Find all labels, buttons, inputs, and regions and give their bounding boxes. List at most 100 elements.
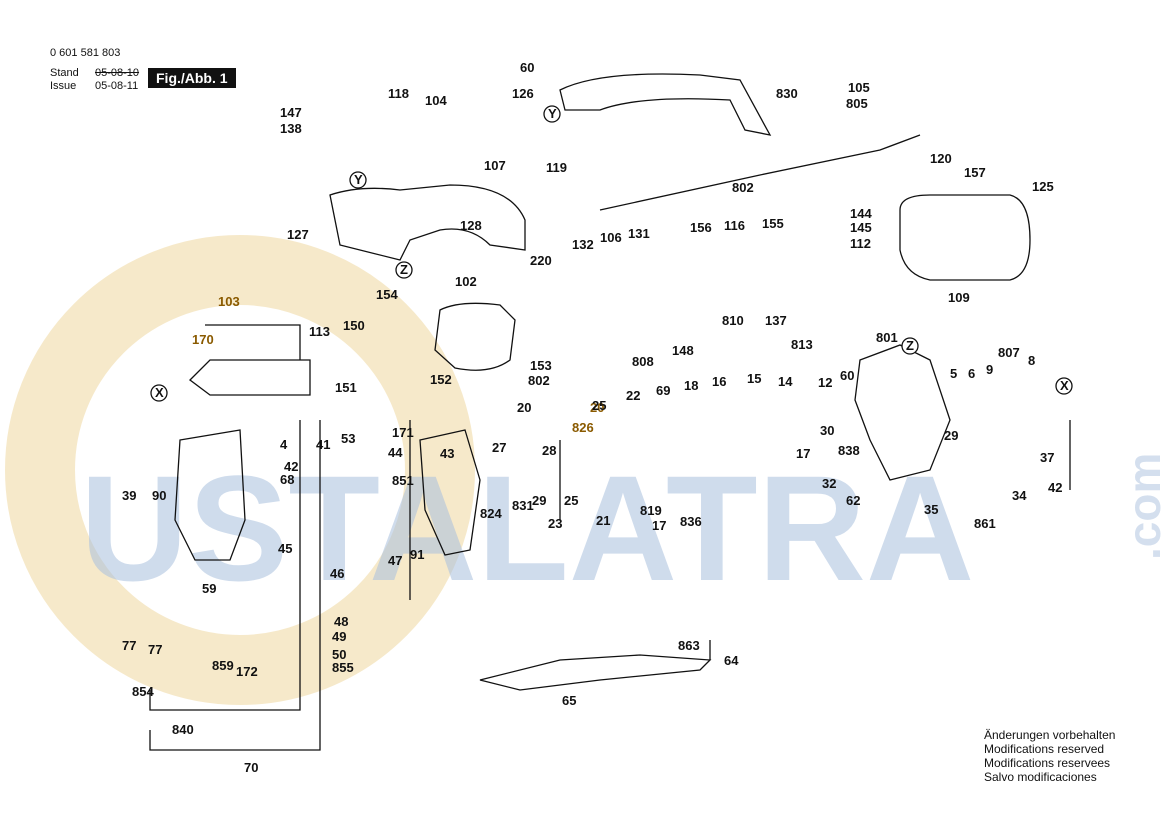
part-label: 68 [280,472,294,487]
part-label: 863 [678,638,700,653]
part-label: 104 [425,93,447,108]
figure-label: Fig./Abb. 1 [148,68,236,88]
part-label: 859 [212,658,234,673]
part-label: 60 [520,60,534,75]
part-label: 103 [218,294,240,309]
part-label: 802 [732,180,754,195]
part-label: 15 [747,371,761,386]
base-plate-part [479,654,712,691]
motor-housing-part [899,194,1031,281]
part-label: 102 [455,274,477,289]
part-label: 148 [672,343,694,358]
note-line: Modifications reservees [984,756,1111,770]
reference-circle [901,337,919,355]
part-label: 49 [332,629,346,644]
reference-circle [543,105,561,123]
part-label: 47 [388,553,402,568]
part-label: 830 [776,86,798,101]
reference-circle [150,384,168,402]
reference-circle [349,171,367,189]
part-label: 64 [724,653,739,668]
plate-part [419,429,481,556]
housing-part [329,184,526,261]
part-label: 109 [948,290,970,305]
part-label: 854 [132,684,154,699]
part-label: 53 [341,431,355,446]
part-label: 4 [280,437,288,452]
part-label: 826 [572,420,594,435]
issue-date: 05-08-11 [95,80,139,92]
part-label: 107 [484,158,506,173]
part-label: 119 [546,160,567,175]
part-label: Y [354,172,363,187]
part-label: 127 [287,227,309,242]
part-label: 39 [122,488,136,503]
part-label: 25 [592,398,606,413]
part-label: 70 [244,760,258,775]
part-label: Y [548,106,557,121]
part-label: 819 [640,503,662,518]
part-label: 17 [652,518,666,533]
part-label: 25 [564,493,578,508]
part-label: 144 [850,206,872,221]
part-label: 145 [850,220,872,235]
part-label: 138 [280,121,302,136]
stand-label: Stand [50,67,79,79]
part-label: 805 [846,96,868,111]
part-label: 831 [512,498,534,513]
cable-part [599,134,921,211]
part-label: 45 [278,541,292,556]
part-label: 16 [712,374,726,389]
part-label: 28 [542,443,556,458]
part-label: 855 [332,660,354,675]
part-label: 808 [632,354,654,369]
part-label: 131 [628,226,650,241]
part-label: 128 [460,218,482,233]
part-label: 126 [512,86,534,101]
part-label: 116 [724,218,745,233]
part-label: 17 [796,446,810,461]
part-label: 77 [122,638,136,653]
note-line: Salvo modificaciones [984,770,1097,784]
part-label: 43 [440,446,454,461]
part-label: 153 [530,358,552,373]
part-label: 50 [332,647,346,662]
stand-date: 05-08-10 [95,67,140,79]
stator-part [434,302,516,371]
part-label: X [1060,378,1069,393]
watermark-suffix: .com [1118,453,1168,560]
part-label: 90 [152,488,166,503]
part-label: 20 [590,400,604,415]
part-label: 150 [343,318,365,333]
note-line: Modifications reserved [984,742,1105,756]
part-label: 18 [684,378,698,393]
part-label: 65 [562,693,576,708]
part-label: 29 [532,493,546,508]
part-label: 112 [850,236,871,251]
part-label: 861 [974,516,996,531]
part-label: Z [906,338,914,353]
part-number: 0 601 581 803 [50,47,121,59]
part-label: 156 [690,220,712,235]
part-label: 69 [656,383,670,398]
part-label: 147 [280,105,302,120]
part-label: 59 [202,581,216,596]
part-label: 5 [950,366,957,381]
part-label: 838 [838,443,860,458]
part-label: 118 [388,86,409,101]
part-label: 9 [986,362,993,377]
reference-circle [1055,377,1073,395]
part-label: 37 [1040,450,1054,465]
part-label: 91 [410,547,424,562]
part-label: 106 [600,230,622,245]
main-body-part [174,429,246,561]
part-label: 23 [548,516,562,531]
part-label: 29 [944,428,958,443]
part-label: 132 [572,237,594,252]
handle-part [559,73,772,136]
armature-part [189,359,311,396]
note-line: Änderungen vorbehalten [984,728,1116,742]
part-label: 824 [480,506,502,521]
